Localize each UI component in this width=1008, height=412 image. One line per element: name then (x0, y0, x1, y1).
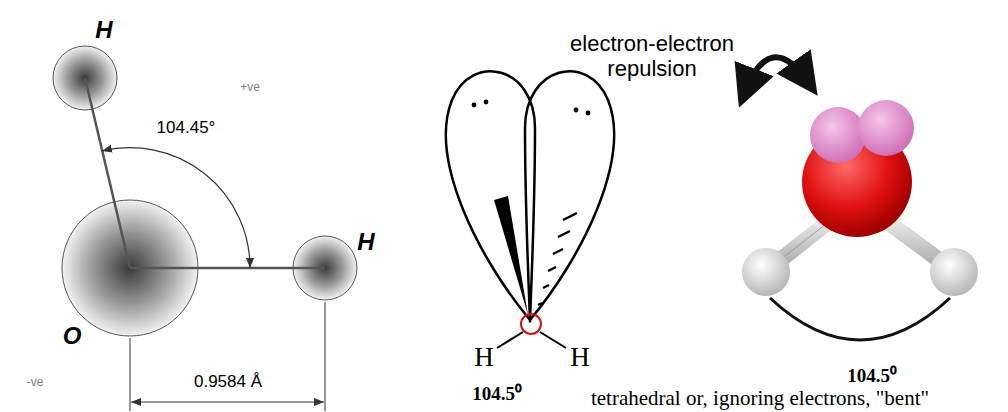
caption: tetrahedral or, ignoring electrons, "ben… (591, 386, 929, 410)
angle-arc (102, 148, 250, 268)
atom-label: H (570, 342, 590, 373)
lone-pair-sphere (858, 100, 914, 156)
atom-label: H (357, 228, 374, 256)
angle-label: 104.45° (155, 118, 218, 138)
repulsion-arrow (745, 57, 808, 92)
dashed-wedge-bond (538, 213, 577, 305)
electron-dot (472, 103, 477, 108)
note-label: electron-electron repulsion (537, 31, 767, 82)
angle-arc (770, 298, 950, 340)
bond-line (497, 332, 523, 348)
electron-dot (586, 111, 591, 116)
lobe-figure (446, 71, 614, 348)
extension-line (130, 338, 131, 411)
charge-label: +ve (240, 81, 260, 95)
bond-line (85, 78, 130, 268)
electron-dot (484, 100, 489, 105)
angle-label: 104.5⁰ (472, 383, 522, 405)
bond-line (540, 332, 566, 348)
atom-label: H (95, 16, 112, 44)
atom-label: H (474, 342, 494, 373)
oxygen-atom (521, 314, 541, 334)
extension-line (325, 302, 326, 411)
wedge-bond (494, 196, 528, 315)
bond-line (130, 267, 325, 270)
hydrogen-sphere (930, 248, 978, 296)
hydrogen-sphere (742, 248, 790, 296)
dimension-line (131, 402, 324, 403)
electron-dot (574, 108, 579, 113)
atom-label: O (63, 322, 82, 350)
dimension-label: 0.9584 Å (192, 372, 264, 392)
ball-model (742, 57, 978, 340)
lone-pair-lobe (525, 71, 614, 320)
charge-label: -ve (27, 376, 44, 390)
geometry-figure (53, 46, 357, 411)
lone-pair-sphere (810, 107, 866, 163)
lone-pair-lobe (446, 71, 535, 320)
angle-label: 104.5⁰ (847, 365, 897, 387)
